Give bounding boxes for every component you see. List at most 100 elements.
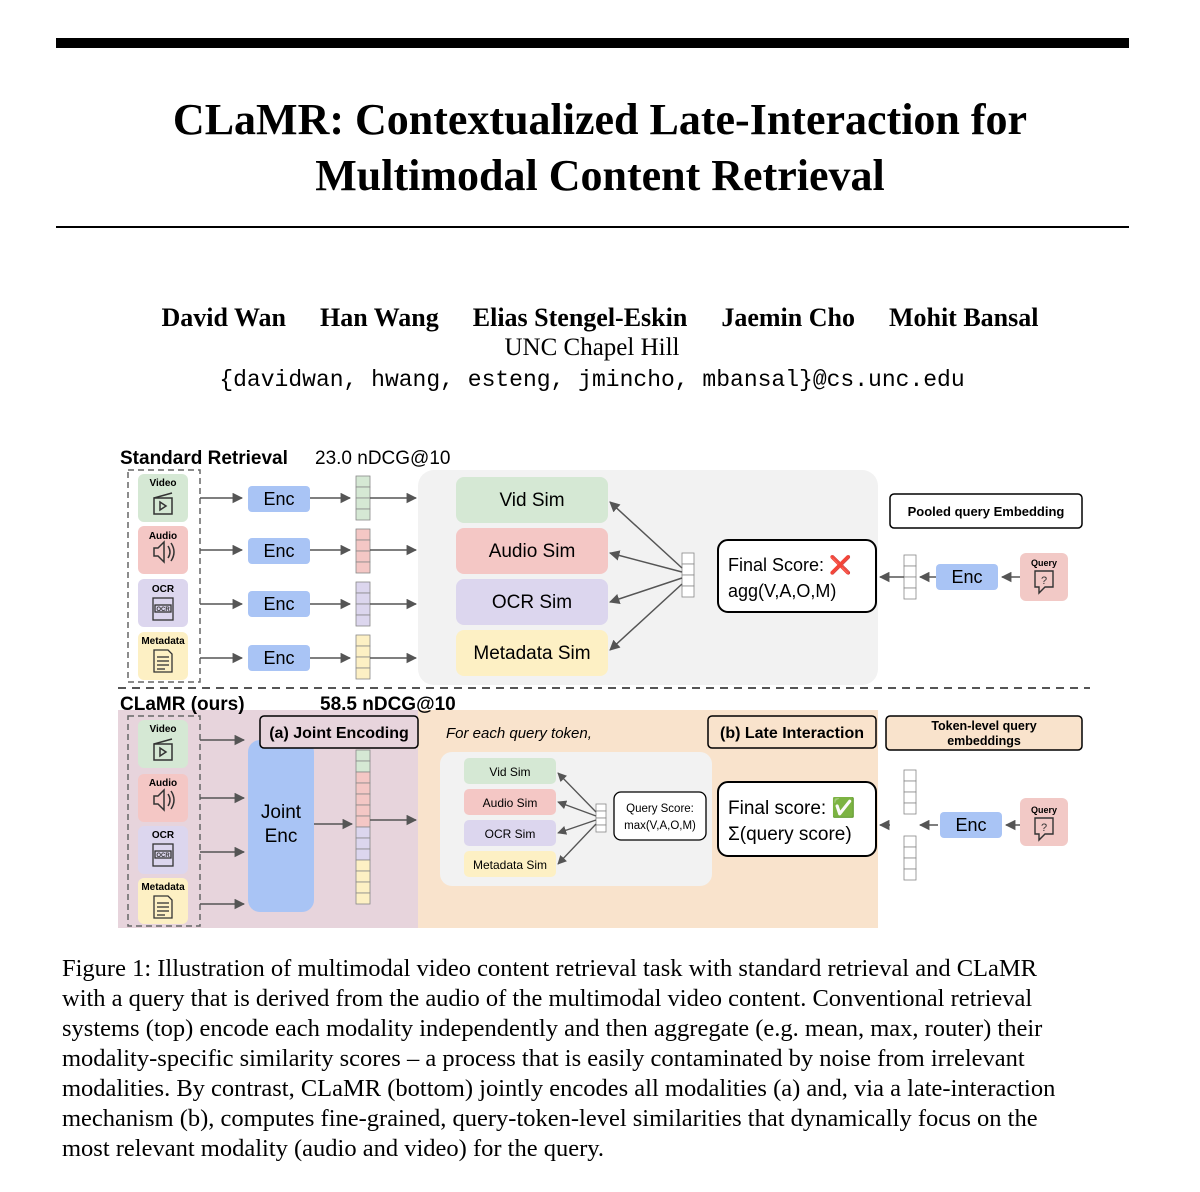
svg-text:?: ? bbox=[1041, 822, 1047, 834]
svg-text:Query: Query bbox=[1031, 805, 1057, 815]
svg-text:agg(V,A,O,M): agg(V,A,O,M) bbox=[728, 581, 836, 601]
ocr-embedding bbox=[355, 581, 371, 627]
query-box: Query ? bbox=[1020, 553, 1068, 601]
audio-sim-box: Audio Sim bbox=[464, 789, 556, 815]
svg-text:Audio: Audio bbox=[149, 531, 177, 542]
ocr-icon: OCR bbox=[152, 843, 174, 867]
pooled-query-label-box: Pooled query Embedding bbox=[889, 493, 1083, 529]
token-query-embeddings bbox=[903, 769, 917, 881]
enc-box: Enc bbox=[248, 645, 310, 671]
joint-enc-box: Joint Enc bbox=[248, 740, 314, 912]
token-query-label-box: Token-level query embeddings bbox=[885, 715, 1083, 751]
author: David Wan bbox=[161, 303, 287, 332]
author-list: David Wan Han Wang Elias Stengel-Eskin J… bbox=[0, 303, 1200, 333]
svg-text:Audio: Audio bbox=[149, 778, 177, 789]
svg-text:max(V,A,O,M): max(V,A,O,M) bbox=[624, 820, 696, 832]
modality-audio: Audio bbox=[138, 774, 188, 822]
svg-text:Metadata Sim: Metadata Sim bbox=[473, 858, 547, 872]
speaker-icon bbox=[153, 788, 175, 812]
title-line-2: Multimodal Content Retrieval bbox=[315, 151, 885, 200]
final-score-box: Final score: ✅ Σ(query score) bbox=[717, 781, 877, 857]
figure-1: Standard Retrieval 23.0 nDCG@10 Video Au… bbox=[118, 448, 1090, 928]
svg-text:Enc: Enc bbox=[263, 594, 294, 614]
modality-group-border bbox=[127, 469, 201, 683]
token-vector bbox=[595, 803, 607, 833]
arrows-token-to-sims bbox=[557, 772, 597, 865]
svg-text:Audio Sim: Audio Sim bbox=[489, 541, 576, 562]
enc-box: Enc bbox=[248, 591, 310, 617]
svg-text:Token-level query: Token-level query bbox=[931, 719, 1036, 733]
svg-text:Vid Sim: Vid Sim bbox=[499, 490, 564, 511]
for-each-token-text: For each query token, bbox=[446, 725, 592, 742]
svg-text:Pooled query Embedding: Pooled query Embedding bbox=[908, 504, 1065, 519]
svg-text:Video: Video bbox=[149, 478, 176, 489]
svg-text:Metadata: Metadata bbox=[141, 636, 185, 647]
author: Han Wang bbox=[320, 303, 439, 332]
clapper-icon bbox=[153, 738, 173, 761]
standard-retrieval-score: 23.0 nDCG@10 bbox=[315, 448, 450, 469]
svg-text:OCR: OCR bbox=[152, 830, 175, 841]
clamr-score: 58.5 nDCG@10 bbox=[320, 694, 456, 715]
svg-text:Query: Query bbox=[1031, 558, 1057, 568]
joint-embedding-stack bbox=[355, 749, 371, 905]
svg-text:Audio Sim: Audio Sim bbox=[483, 796, 538, 810]
ocr-icon: OCR bbox=[152, 597, 174, 621]
title-line-1: CLaMR: Contextualized Late-Interaction f… bbox=[172, 95, 1028, 144]
document-icon bbox=[153, 895, 173, 919]
audio-sim-box: Audio Sim bbox=[456, 528, 608, 574]
svg-text:Enc: Enc bbox=[263, 648, 294, 668]
caption-line: Figure 1: Illustration of multimodal vid… bbox=[62, 955, 1037, 982]
joint-encoding-label-box: (a) Joint Encoding bbox=[259, 715, 419, 749]
svg-text:Video: Video bbox=[149, 724, 176, 735]
svg-text:Enc: Enc bbox=[955, 815, 986, 835]
modality-ocr: OCR OCR bbox=[138, 826, 188, 874]
affiliation: UNC Chapel Hill bbox=[504, 334, 680, 361]
question-bubble-icon: ? bbox=[1034, 817, 1054, 842]
standard-retrieval-label: Standard Retrieval bbox=[120, 448, 288, 469]
svg-text:embeddings: embeddings bbox=[947, 734, 1021, 748]
query-enc-box: Enc bbox=[940, 812, 1002, 838]
svg-text:Metadata Sim: Metadata Sim bbox=[473, 643, 590, 664]
pooled-query-vector bbox=[681, 552, 695, 598]
metadata-sim-box: Metadata Sim bbox=[464, 851, 556, 877]
svg-text:Final score: ✅: Final score: ✅ bbox=[728, 796, 855, 819]
svg-text:Final Score: ❌: Final Score: ❌ bbox=[728, 554, 851, 576]
paper-title: CLaMR: Contextualized Late-Interaction f… bbox=[0, 92, 1200, 204]
ocr-sim-box: OCR Sim bbox=[456, 579, 608, 625]
query-embedding bbox=[903, 554, 917, 600]
caption-line: with a query that is derived from the au… bbox=[62, 985, 1033, 1012]
enc-box: Enc bbox=[248, 538, 310, 564]
caption-line: most relevant modality (audio and video)… bbox=[62, 1135, 605, 1162]
svg-text:Metadata: Metadata bbox=[141, 882, 185, 893]
svg-text:?: ? bbox=[1041, 575, 1047, 587]
vid-sim-box: Vid Sim bbox=[456, 477, 608, 523]
caption-line: modality-specific similarity scores – a … bbox=[62, 1045, 1025, 1072]
query-enc-box: Enc bbox=[936, 564, 998, 590]
modality-video: Video bbox=[138, 474, 188, 522]
query-box: Query ? bbox=[1020, 798, 1068, 846]
modality-metadata: Metadata bbox=[138, 632, 188, 680]
top-rule bbox=[56, 38, 1129, 48]
caption-line: systems (top) encode each modality indep… bbox=[62, 1015, 1043, 1042]
metadata-sim-box: Metadata Sim bbox=[456, 630, 608, 676]
svg-text:OCR Sim: OCR Sim bbox=[485, 827, 536, 841]
figure-caption: Figure 1: Illustration of multimodal vid… bbox=[62, 954, 1142, 1164]
svg-text:Σ(query score): Σ(query score) bbox=[728, 824, 852, 845]
svg-text:OCR: OCR bbox=[156, 853, 170, 859]
final-score-box: Final Score: ❌ agg(V,A,O,M) bbox=[717, 539, 877, 613]
svg-text:(a) Joint Encoding: (a) Joint Encoding bbox=[269, 725, 409, 742]
author: Mohit Bansal bbox=[888, 303, 1039, 332]
author-emails: {davidwan, hwang, esteng, jmincho, mbans… bbox=[219, 367, 965, 393]
metadata-embedding bbox=[355, 634, 371, 680]
clapper-icon bbox=[153, 492, 173, 515]
title-rule bbox=[56, 226, 1129, 228]
modality-video: Video bbox=[138, 720, 188, 768]
author: Jaemin Cho bbox=[721, 303, 855, 332]
enc-box: Enc bbox=[248, 486, 310, 512]
modality-group-border-bottom bbox=[127, 715, 201, 927]
arrows-query-to-sims bbox=[608, 501, 683, 651]
caption-line: mechanism (b), computes fine-grained, qu… bbox=[62, 1105, 1038, 1132]
speaker-icon bbox=[153, 540, 175, 564]
video-embedding bbox=[355, 475, 371, 521]
question-bubble-icon: ? bbox=[1034, 570, 1054, 595]
